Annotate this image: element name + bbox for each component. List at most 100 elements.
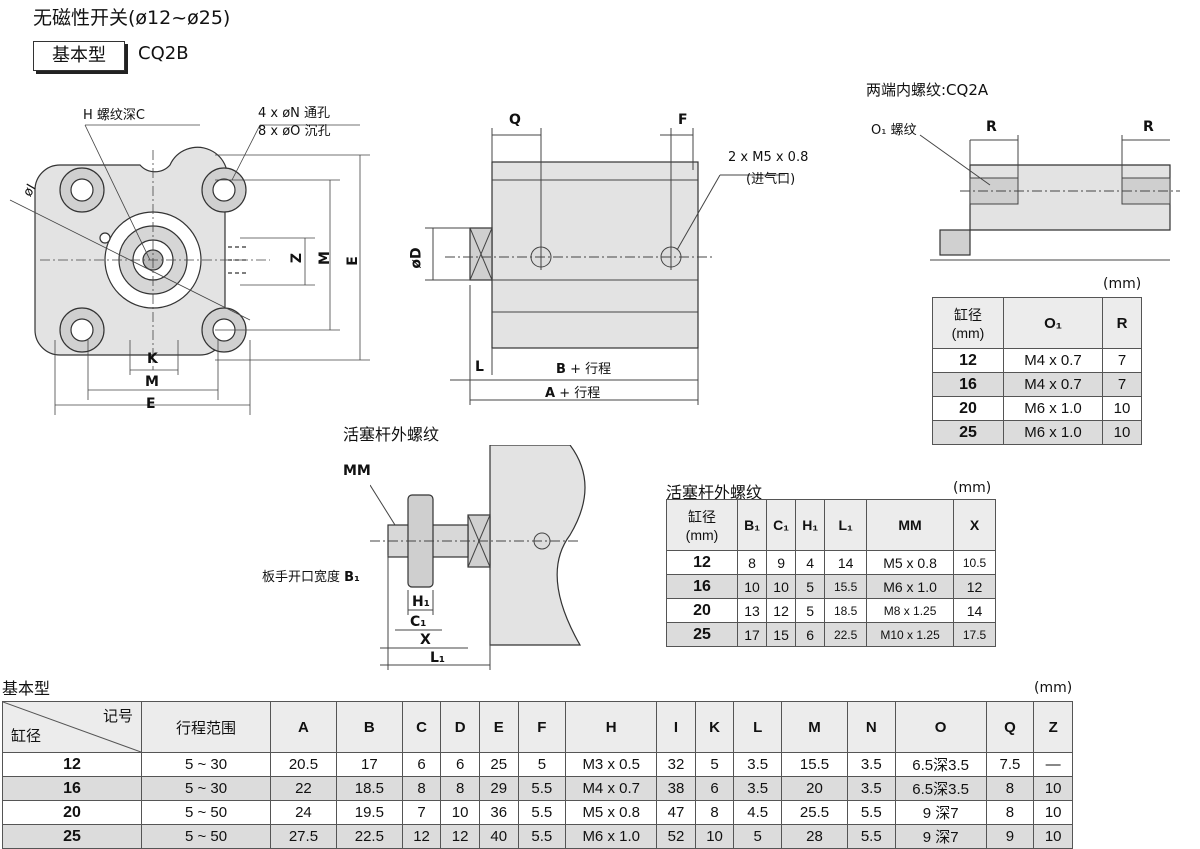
table-row: 25 M6 x 1.0 10 (932, 420, 1142, 445)
table-cell: 29 (478, 776, 519, 801)
table-cell: 19.5 (335, 800, 403, 825)
table-cell: M6 x 1.0 (565, 824, 658, 849)
rod-view-title: 活塞杆外螺纹 (343, 425, 440, 444)
main-table-unit: (mm) (1034, 680, 1073, 696)
header-m: M (781, 701, 848, 753)
table-cell: 3.5 (846, 776, 896, 801)
table-cell: 9 (985, 824, 1035, 849)
table-cell: M4 x 0.7 (565, 776, 658, 801)
main-table-title: 基本型 (2, 679, 51, 698)
table-cell: M4 x 0.7 (1003, 372, 1103, 397)
table-cell: 25.5 (781, 800, 848, 825)
header-k: K (694, 701, 735, 753)
table-cell: 3.5 (846, 752, 896, 777)
table-cell: 8 (401, 776, 442, 801)
h-thread-label: H 螺纹深C (83, 108, 145, 123)
corner-top-label: 记号 (102, 708, 133, 725)
table-cell: 7 (1102, 372, 1142, 397)
table-cell: 5.5 (517, 800, 567, 825)
table-cell: 16 (2, 776, 142, 801)
table-cell: 15.5 (824, 574, 868, 599)
table-cell: M10 x 1.25 (866, 622, 955, 647)
table-cell: 22.5 (824, 622, 868, 647)
table-cell: 5 (694, 752, 735, 777)
table-cell: 22.5 (335, 824, 403, 849)
dim-b-label: B + 行程 (556, 362, 612, 377)
dim-z-label: Z (289, 252, 306, 264)
side-view-drawing (425, 128, 785, 405)
dim-m-vertical-label: M (316, 251, 333, 265)
table-cell: M6 x 1.0 (1003, 396, 1103, 421)
table-cell: 38 (656, 776, 696, 801)
header-stroke-range: 行程范围 (141, 701, 271, 753)
table-cell: 9 深7 (894, 824, 987, 849)
dim-f-label: F (678, 112, 688, 128)
main-table: 记号 缸径 行程范围 A B C D E F H I K L M N O Q Z… (2, 701, 1073, 849)
table-cell: 8 (985, 800, 1035, 825)
mm-thread-label: MM (343, 463, 371, 479)
table-row: 12 M4 x 0.7 7 (932, 348, 1142, 373)
table-cell: 6 (795, 622, 826, 647)
dim-m-horizontal-label: M (145, 374, 159, 390)
table-cell: 20 (2, 800, 142, 825)
table-cell: 12 (932, 348, 1004, 373)
table-cell: 12 (401, 824, 442, 849)
table-cell: 20 (666, 598, 738, 623)
rod-table-title: 活塞杆外螺纹 (666, 483, 763, 502)
through-hole-label: 4 x øN 通孔 (258, 106, 331, 121)
table-cell: 7 (401, 800, 442, 825)
table-row: 20 M6 x 1.0 10 (932, 396, 1142, 421)
dim-h1-label: H₁ (412, 594, 430, 610)
port-size-label: 2 x M5 x 0.8 (728, 150, 809, 165)
rod-header-h1: H₁ (795, 499, 826, 551)
dim-r1-label: R (986, 119, 997, 135)
table-cell: 20 (781, 776, 848, 801)
table-cell: 28 (781, 824, 848, 849)
header-q: Q (985, 701, 1035, 753)
table-cell: 18.5 (824, 598, 868, 623)
table-cell: 6.5深3.5 (894, 752, 987, 777)
table-cell: M3 x 0.5 (565, 752, 658, 777)
table-cell: 9 深7 (894, 800, 987, 825)
table-row: 25 17 15 6 22.5 M10 x 1.25 17.5 (666, 622, 996, 647)
page-title: 无磁性开关(ø12~ø25) (33, 7, 231, 29)
dim-e-horizontal-label: E (146, 396, 156, 412)
table-cell: 15.5 (781, 752, 848, 777)
table-cell: — (1033, 752, 1073, 777)
dim-r2-label: R (1143, 119, 1154, 135)
header-a: A (270, 701, 337, 753)
table-cell: 6.5深3.5 (894, 776, 987, 801)
table-cell: 5 (733, 824, 783, 849)
table-cell: 8 (985, 776, 1035, 801)
table-cell: 17 (335, 752, 403, 777)
table-cell: 5 ~ 30 (141, 776, 271, 801)
table-cell: 52 (656, 824, 696, 849)
cq2a-header-r: R (1102, 297, 1142, 349)
table-cell: 27.5 (270, 824, 337, 849)
rod-table: 缸径 (mm) B₁ C₁ H₁ L₁ MM X 12 8 9 4 14 M5 … (666, 499, 996, 647)
table-cell: 3.5 (733, 752, 783, 777)
table-cell: 10 (694, 824, 735, 849)
table-cell: 7 (1102, 348, 1142, 373)
rod-header-mm: MM (866, 499, 955, 551)
counterbore-label: 8 x øO 沉孔 (258, 124, 331, 139)
table-cell: 10 (736, 574, 768, 599)
header-c: C (401, 701, 442, 753)
rod-table-unit: (mm) (953, 480, 992, 496)
table-cell: 12 (2, 752, 142, 777)
table-cell: M5 x 0.8 (565, 800, 658, 825)
table-row: 16 5 ~ 30 22 18.5 8 8 29 5.5 M4 x 0.7 38… (2, 776, 1073, 801)
header-e: E (478, 701, 519, 753)
table-cell: 5 (795, 598, 826, 623)
rod-header-b1: B₁ (736, 499, 768, 551)
table-cell: 4 (795, 550, 826, 575)
table-row: 16 M4 x 0.7 7 (932, 372, 1142, 397)
header-f: F (517, 701, 567, 753)
table-cell: 12 (953, 574, 996, 599)
table-row: 25 5 ~ 50 27.5 22.5 12 12 40 5.5 M6 x 1.… (2, 824, 1073, 849)
header-l: L (733, 701, 783, 753)
table-cell: M5 x 0.8 (866, 550, 955, 575)
table-cell: 22 (270, 776, 337, 801)
dim-l1-label: L₁ (430, 650, 446, 666)
o1-thread-label: O₁ 螺纹 (871, 123, 917, 138)
